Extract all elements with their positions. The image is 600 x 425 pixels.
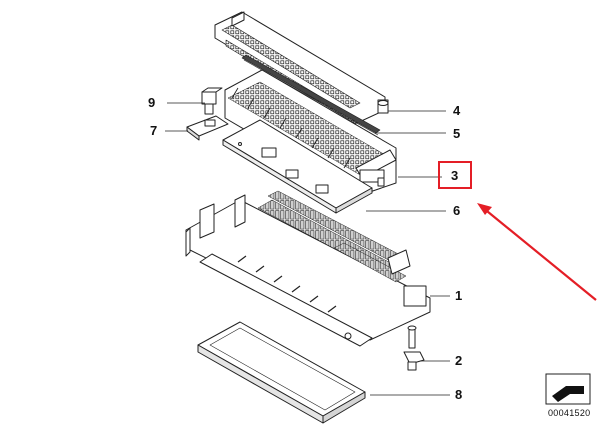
part-label-9[interactable]: 9 bbox=[148, 95, 156, 110]
part-label-1[interactable]: 1 bbox=[455, 288, 463, 303]
part-label-3[interactable]: 3 bbox=[451, 168, 459, 183]
part-label-5[interactable]: 5 bbox=[453, 126, 461, 141]
part-label-7[interactable]: 7 bbox=[150, 123, 158, 138]
catalog-code: 00041520 bbox=[548, 408, 591, 418]
part-3-fuse-carrier bbox=[224, 69, 397, 197]
part-9-plug bbox=[201, 87, 223, 115]
highlight-arrow bbox=[477, 203, 597, 301]
part-label-2[interactable]: 2 bbox=[455, 353, 463, 368]
leader-lines bbox=[165, 102, 450, 396]
part-6-circuit-plate bbox=[222, 119, 373, 214]
part-7-cover-clip bbox=[186, 115, 229, 141]
part-2-pin bbox=[403, 325, 425, 371]
part-1-base-housing bbox=[185, 190, 431, 347]
part-label-4[interactable]: 4 bbox=[453, 103, 461, 118]
part-8-bottom-cover bbox=[197, 321, 366, 424]
catalog-stamp-icon bbox=[545, 373, 591, 405]
highlight-box bbox=[438, 161, 472, 189]
part-label-6[interactable]: 6 bbox=[453, 203, 461, 218]
part-label-8[interactable]: 8 bbox=[455, 387, 463, 402]
